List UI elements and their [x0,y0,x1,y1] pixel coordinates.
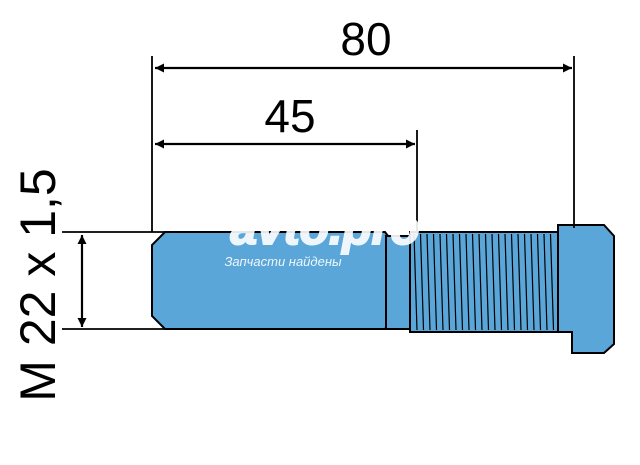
thread-line [419,233,425,331]
dimension-45-label: 45 [264,90,315,142]
thread-line [432,233,438,331]
thread-line [497,233,503,331]
thread-line [439,233,444,331]
dimension-lines [77,63,572,327]
thread-line [523,233,529,331]
thread-line [452,233,457,331]
bolt-thread [409,231,561,333]
thread-line [413,233,418,331]
dimension-80-label: 80 [340,13,391,65]
thread-line [471,233,477,331]
thread-line [458,233,464,331]
thread-lines [413,233,555,331]
thread-line [549,233,555,331]
thread-line [517,233,522,331]
watermark-logo: avto.pro [230,202,419,255]
thread-spec-label: M 22 x 1,5 [10,168,66,401]
thread-line [465,233,470,331]
thread-line [484,233,490,331]
thread-line [445,233,451,331]
thread-line [504,233,509,331]
thread-line [543,233,548,331]
thread-line [491,233,496,331]
bolt [151,224,615,354]
extension-lines [62,56,575,330]
watermark-caption: Запчасти найдены [224,254,342,269]
watermark: avto.pro Запчасти найдены [224,201,420,269]
thread-line [530,233,535,331]
thread-line [426,233,431,331]
thread-line [478,233,483,331]
thread-line [510,233,516,331]
bolt-head [557,224,615,354]
thread-line [536,233,542,331]
